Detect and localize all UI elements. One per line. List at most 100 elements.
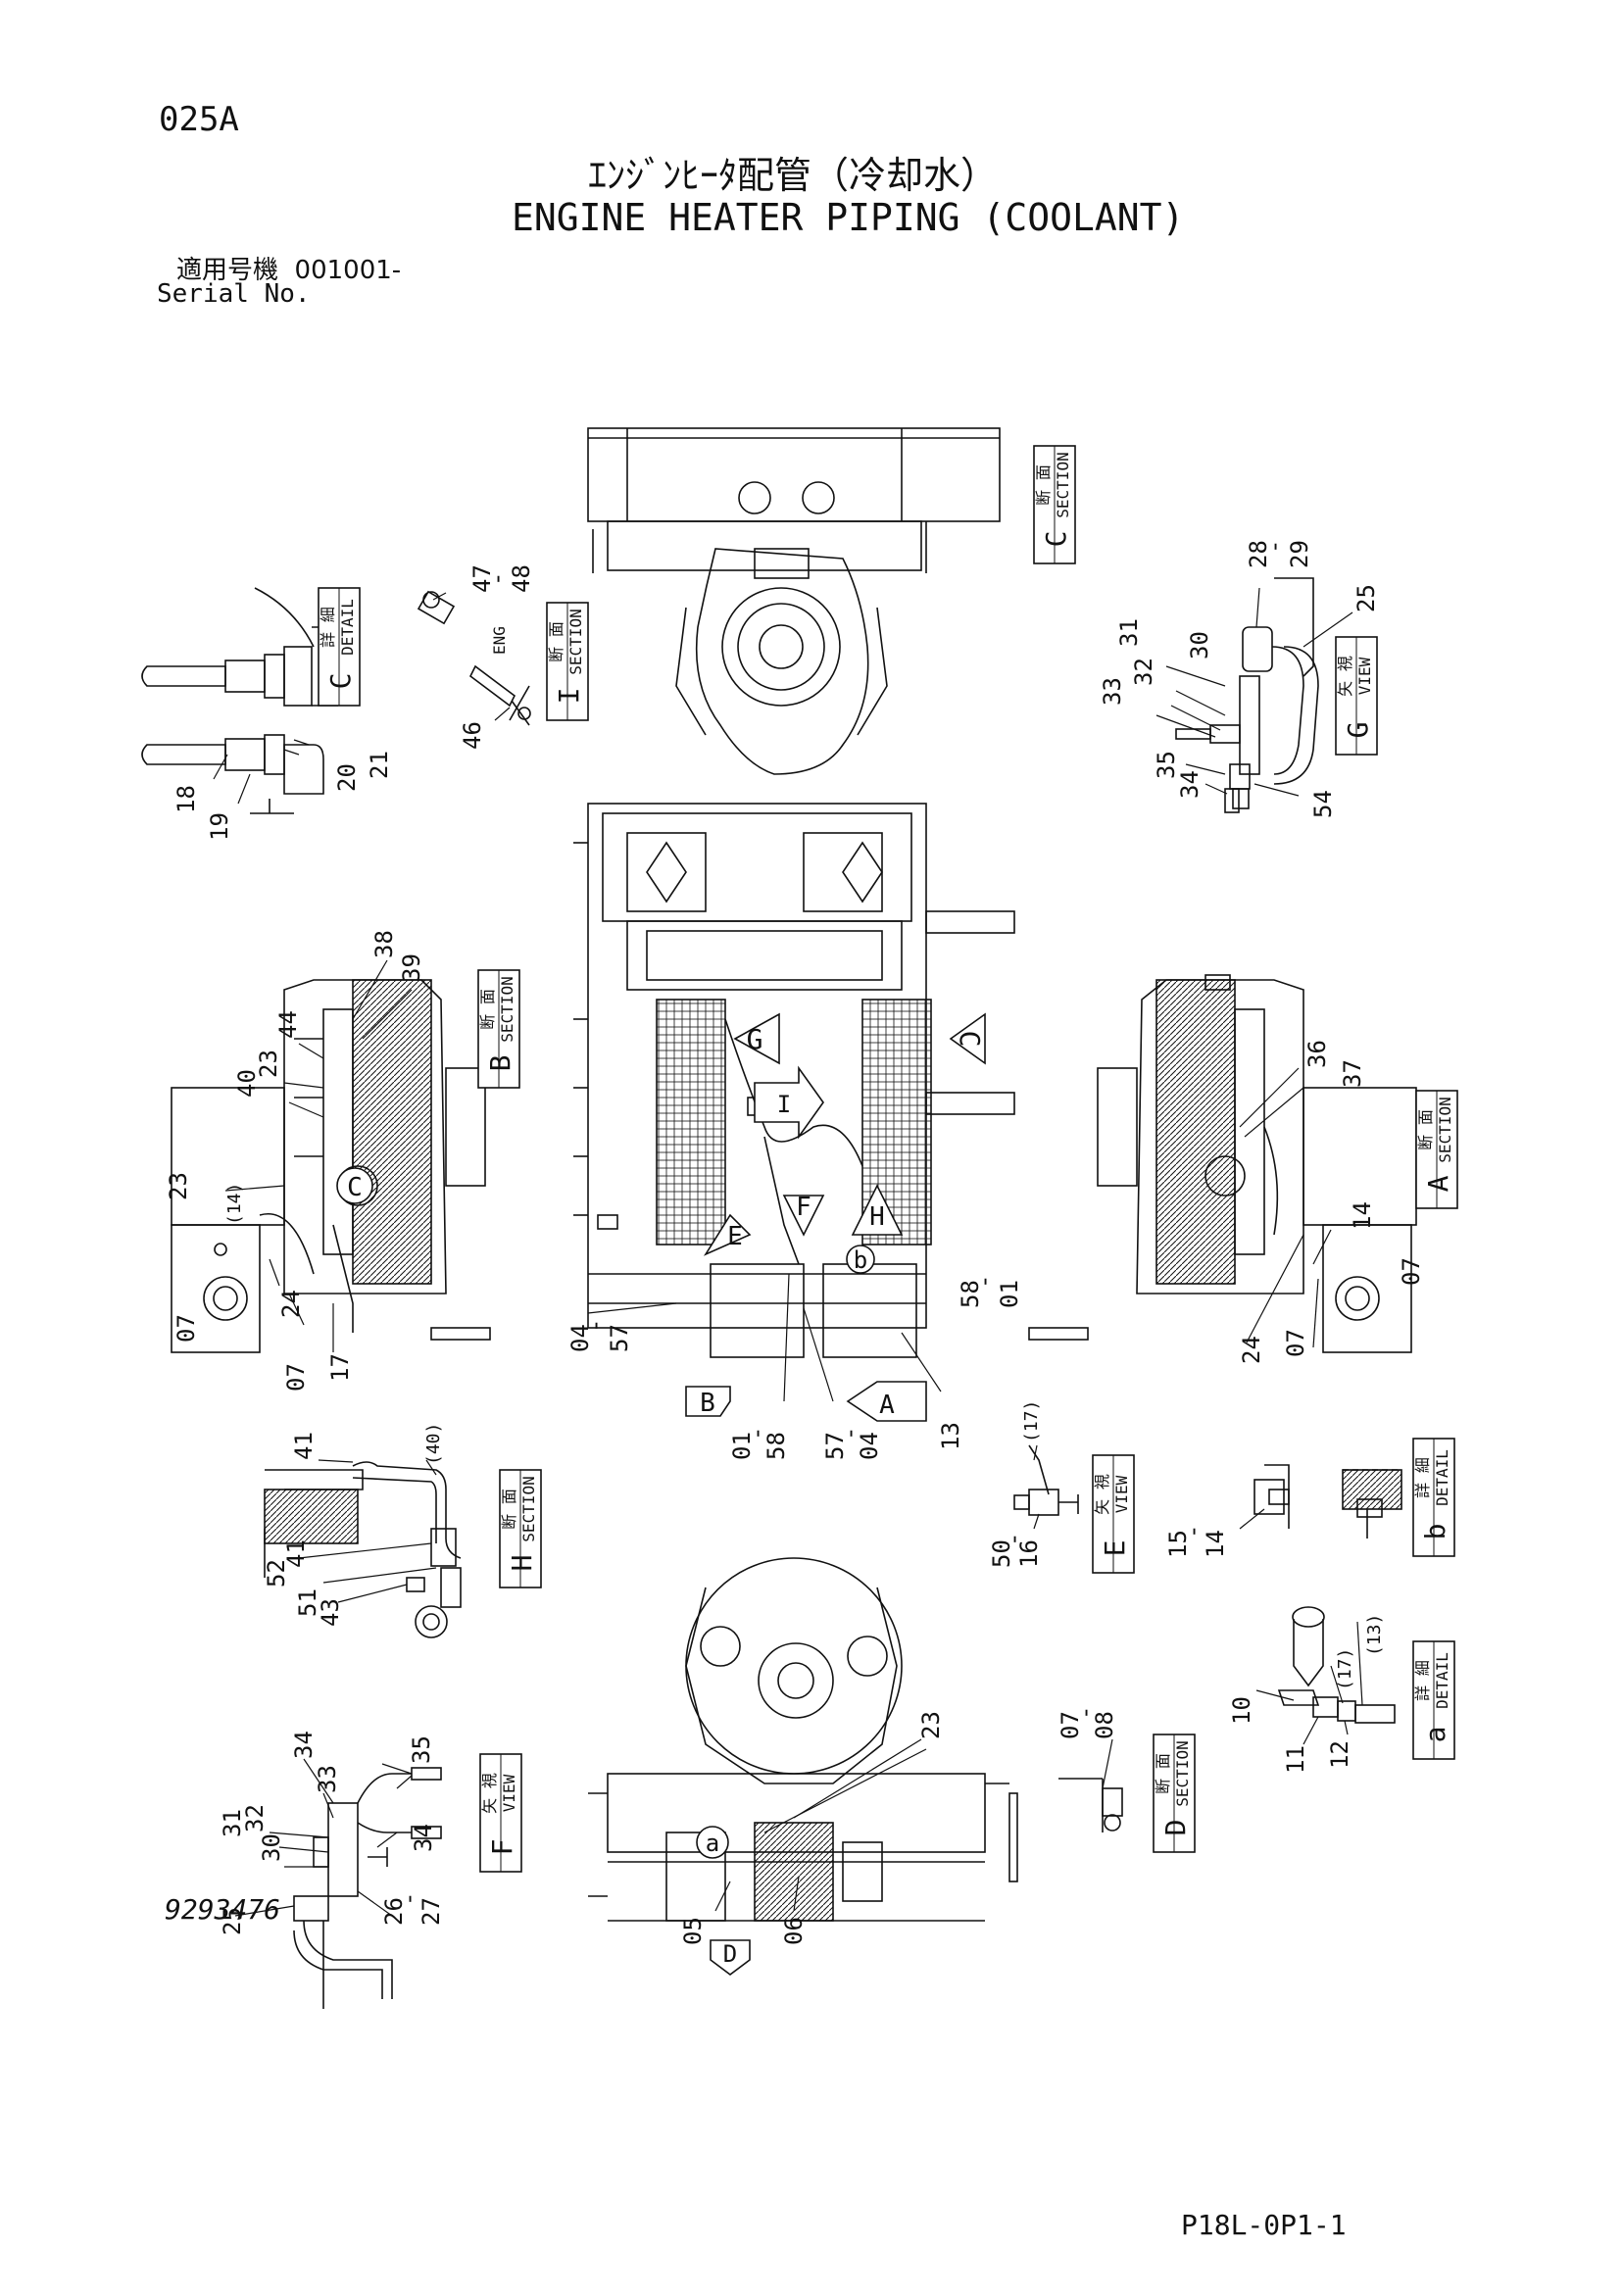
callout: 32 [1130, 658, 1157, 686]
callout: 43 [317, 1598, 344, 1627]
tag-view-f-jp: 矢 視 [480, 1773, 499, 1814]
arrow-e: E [703, 1213, 752, 1256]
tag-detail-c: 詳 細 DETAIL C [318, 587, 361, 707]
serial-label-jp: 適用号機 [176, 256, 279, 285]
section-h-view [264, 1461, 462, 1638]
tag-detail-a-en: DETAIL [1433, 1652, 1451, 1709]
view-e-view [1013, 1444, 1079, 1516]
arrow-c: C [949, 1012, 986, 1065]
callout: 36 [1303, 1040, 1331, 1068]
callout: 16 [1015, 1539, 1043, 1568]
part-number-callouts: 18 19 20 21 47 - 48 46 28 - 29 25 31 30 … [165, 540, 1425, 1945]
arrow-b: B [685, 1386, 731, 1418]
callout: 14 [1202, 1530, 1229, 1558]
section-i-view [417, 590, 531, 726]
tag-detail-b: 詳 細 DETAIL b [1412, 1438, 1455, 1557]
arrow-g-label: G [747, 1023, 763, 1055]
title-english: ENGINE HEATER PIPING (COOLANT) [512, 196, 1185, 239]
arrow-f-label: F [796, 1193, 811, 1222]
callout: - [1071, 1706, 1099, 1720]
tag-view-f: 矢 視 VIEW F [479, 1753, 522, 1873]
callout: 15 [1164, 1530, 1192, 1558]
callout: 13 [937, 1422, 964, 1450]
tag-section-a-letter: A [1422, 1175, 1454, 1192]
callout: 31 [219, 1809, 246, 1837]
callout: 48 [508, 564, 535, 593]
callout: 57 [606, 1324, 633, 1352]
callout: 14 [1349, 1201, 1376, 1230]
callout: 04 [566, 1324, 594, 1352]
marker-b-small-label: b [854, 1246, 867, 1274]
arrow-f: F [782, 1193, 825, 1237]
arrow-i: I [754, 1065, 824, 1140]
callout: (14) [224, 1183, 245, 1225]
view-f-view [293, 1767, 442, 2009]
callout: (40) [423, 1423, 444, 1465]
callout: 51 [294, 1588, 321, 1617]
title-japanese: ｴﾝｼﾞﾝﾋｰﾀ配管（冷却水） [588, 154, 999, 197]
callout: 07 [1398, 1257, 1425, 1286]
callout: 33 [1099, 677, 1126, 706]
drawing-number: 9293476 [165, 1893, 281, 1926]
tag-section-i-jp: 断 面 [547, 621, 565, 662]
section-d-view [1058, 1778, 1123, 1832]
callout: (17) [1335, 1648, 1355, 1690]
callout: 17 [326, 1353, 354, 1382]
callout: 58 [762, 1432, 790, 1460]
callout: 21 [366, 751, 393, 779]
callout: 30 [258, 1833, 285, 1862]
tag-section-c: 断 面 SECTION C [1033, 445, 1076, 564]
callout: 46 [459, 721, 486, 750]
callout: 23 [165, 1172, 192, 1200]
callout: 41 [282, 1539, 310, 1568]
callout: 50 [988, 1539, 1015, 1568]
callout: 44 [274, 1010, 302, 1039]
tag-detail-c-jp: 詳 細 [319, 607, 337, 648]
tag-view-g-letter: G [1342, 722, 1374, 739]
arrow-c-label: C [954, 1031, 986, 1048]
callout: 23 [917, 1711, 945, 1739]
callout: - [970, 1275, 998, 1289]
callout: 06 [780, 1917, 808, 1945]
callout: 07 [282, 1363, 310, 1392]
callout: 32 [241, 1804, 269, 1832]
tag-section-h: 断 面 SECTION H [499, 1469, 542, 1588]
tag-section-i-en: SECTION [566, 609, 585, 674]
arrow-a: A [846, 1381, 927, 1422]
callout: 01 [728, 1432, 756, 1460]
tag-view-e-letter: E [1099, 1540, 1131, 1557]
page-code: 025A [159, 100, 239, 139]
callout: 04 [856, 1432, 883, 1460]
tag-section-h-letter: H [506, 1555, 538, 1572]
callout: 20 [333, 763, 361, 792]
detail-b-view [1253, 1464, 1402, 1539]
callout: 40 [233, 1069, 261, 1098]
tag-section-d-letter: D [1159, 1820, 1192, 1836]
tag-view-e-jp: 矢 視 [1093, 1474, 1111, 1515]
tag-view-g: 矢 視 VIEW G [1335, 636, 1378, 756]
page-reference: P18L-0P1-1 [1181, 2209, 1347, 2241]
callout: 35 [1153, 751, 1180, 779]
callout: 58 [957, 1280, 984, 1308]
tag-view-e-en: VIEW [1112, 1475, 1131, 1513]
serial-line: 適用号機 001001- [176, 250, 401, 286]
arrow-g: G [733, 1012, 780, 1065]
callout: 25 [1352, 584, 1380, 612]
callout: 11 [1282, 1745, 1309, 1774]
callout: 24 [1238, 1336, 1265, 1364]
section-c-view [587, 427, 1001, 775]
callout: 07 [1282, 1329, 1309, 1357]
callout: 07 [1057, 1711, 1084, 1739]
callout: - [1260, 540, 1288, 554]
serial-label-en: Serial No. [157, 279, 311, 309]
callout: 39 [398, 953, 425, 982]
callout: - [581, 1319, 609, 1333]
callout: 18 [172, 785, 200, 813]
tag-section-b-jp: 断 面 [478, 989, 497, 1030]
arrow-d: D [710, 1939, 751, 1976]
tag-section-h-en: SECTION [519, 1476, 538, 1541]
tag-section-c-jp: 断 面 [1034, 464, 1053, 506]
tag-section-b: 断 面 SECTION B [477, 969, 520, 1089]
tag-view-g-en: VIEW [1355, 657, 1374, 695]
callout: - [743, 1427, 770, 1441]
